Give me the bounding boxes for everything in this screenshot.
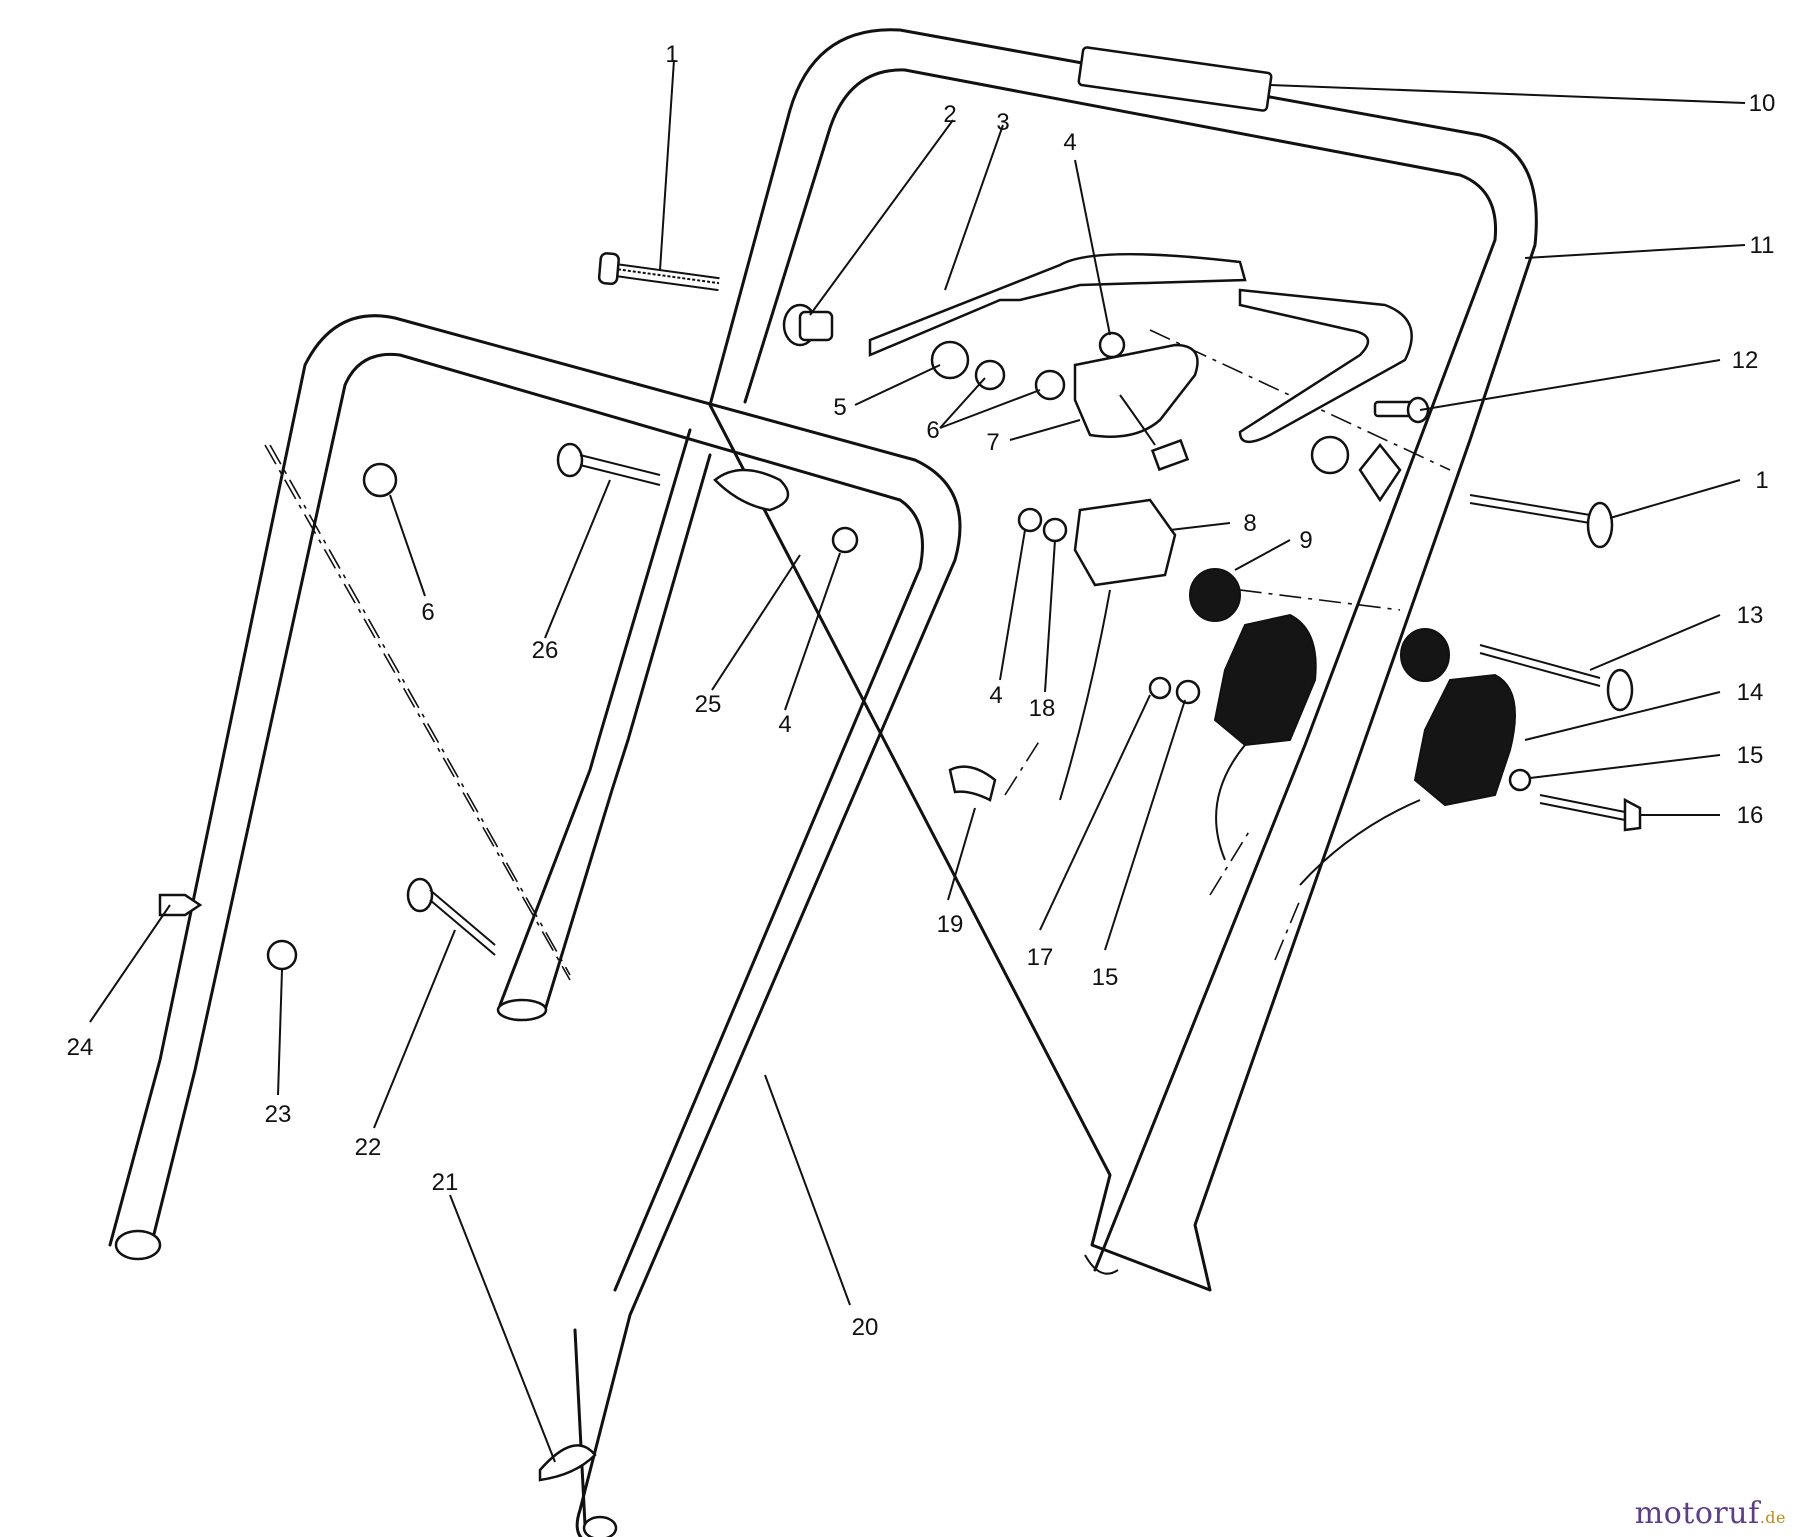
callout-1-left: 1 bbox=[665, 41, 678, 68]
callout-4-top: 4 bbox=[1063, 129, 1076, 156]
watermark-logo: motoruf.de bbox=[1635, 1496, 1786, 1531]
callout-15-lower: 15 bbox=[1092, 964, 1119, 991]
callout-24: 24 bbox=[67, 1034, 94, 1061]
callout-15-right: 15 bbox=[1737, 742, 1764, 769]
watermark-suffix: .de bbox=[1759, 1508, 1786, 1527]
callout-22: 22 bbox=[355, 1134, 382, 1161]
callout-17: 17 bbox=[1027, 944, 1054, 971]
speed-control-left bbox=[1189, 568, 1317, 861]
speed-control-right bbox=[1299, 628, 1516, 886]
callout-3: 3 bbox=[996, 109, 1009, 136]
lower-handle bbox=[108, 314, 962, 1537]
callout-20: 20 bbox=[852, 1314, 879, 1341]
callout-21: 21 bbox=[432, 1169, 459, 1196]
callout-8: 8 bbox=[1243, 510, 1256, 537]
callout-18: 18 bbox=[1029, 695, 1056, 722]
callout-12: 12 bbox=[1732, 347, 1759, 374]
callout-6-top: 6 bbox=[926, 417, 939, 444]
callout-4-middle: 4 bbox=[778, 711, 791, 738]
upper-handle bbox=[708, 28, 1538, 1292]
switch-box bbox=[1059, 438, 1190, 801]
callout-2: 2 bbox=[943, 101, 956, 128]
callout-labels: 1 2 3 4 10 11 12 1 5 6 7 8 9 13 14 15 16… bbox=[67, 41, 1776, 1341]
callout-16: 16 bbox=[1737, 802, 1764, 829]
callout-19: 19 bbox=[937, 911, 964, 938]
callout-7: 7 bbox=[986, 429, 999, 456]
callout-23: 23 bbox=[265, 1101, 292, 1128]
callout-9: 9 bbox=[1299, 527, 1312, 554]
middle-tube bbox=[496, 428, 712, 1022]
callout-4-switch: 4 bbox=[989, 682, 1002, 709]
leader-lines bbox=[89, 59, 1746, 1463]
control-bail bbox=[868, 252, 1413, 446]
callout-11: 11 bbox=[1750, 232, 1775, 259]
callout-14: 14 bbox=[1737, 679, 1764, 706]
callout-6-left: 6 bbox=[421, 599, 434, 626]
handle-grip bbox=[1077, 46, 1273, 112]
hardware bbox=[158, 252, 1642, 1482]
callout-1-right: 1 bbox=[1755, 467, 1768, 494]
watermark-brand: motoruf bbox=[1634, 1496, 1760, 1531]
callout-13: 13 bbox=[1737, 602, 1764, 629]
callout-26: 26 bbox=[532, 637, 559, 664]
callout-5: 5 bbox=[833, 394, 846, 421]
callout-10: 10 bbox=[1749, 90, 1776, 117]
callout-25: 25 bbox=[695, 691, 722, 718]
